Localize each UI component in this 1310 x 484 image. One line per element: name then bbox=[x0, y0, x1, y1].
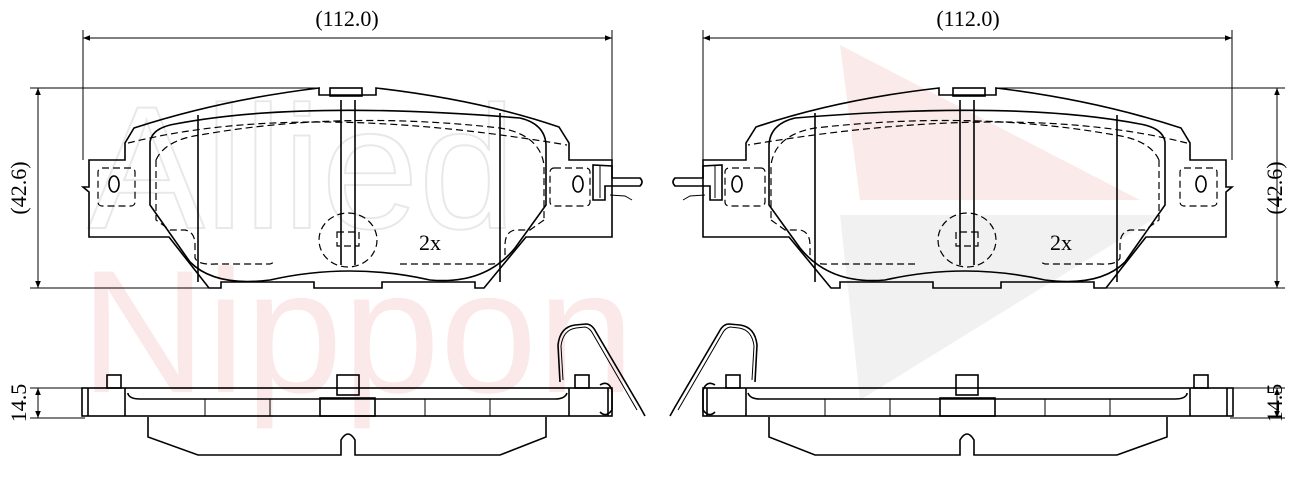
left-thickness-label: 14.5 bbox=[6, 384, 31, 423]
right-quantity-label: 2x bbox=[1050, 230, 1072, 255]
right-width-label: (112.0) bbox=[936, 6, 999, 31]
left-height-label: (42.6) bbox=[6, 161, 31, 214]
watermark-line1: Allied bbox=[88, 71, 516, 266]
left-width-label: (112.0) bbox=[315, 6, 378, 31]
logo-arrow-lower-icon bbox=[840, 215, 1160, 400]
right-thickness-label: 14.5 bbox=[1262, 384, 1287, 423]
right-pad bbox=[670, 30, 1285, 455]
right-height-label: (42.6) bbox=[1262, 161, 1287, 214]
watermark-line2: Nippon bbox=[80, 235, 635, 430]
left-quantity-label: 2x bbox=[419, 230, 441, 255]
